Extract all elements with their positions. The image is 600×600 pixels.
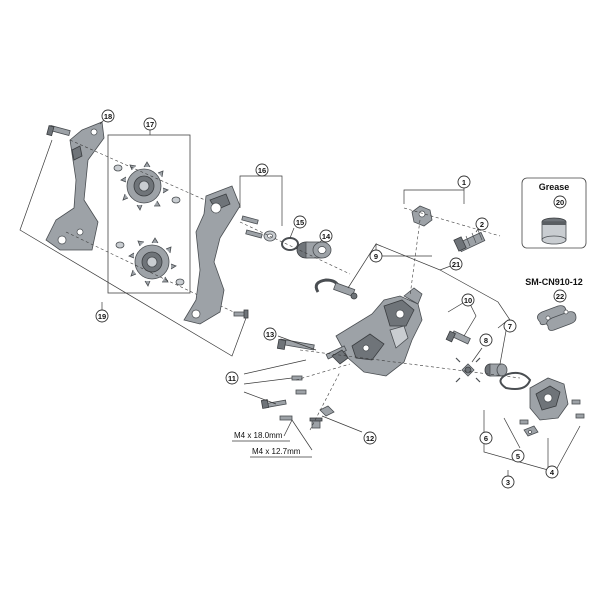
callout-12: 12 xyxy=(363,431,377,445)
callout-4: 4 xyxy=(545,465,559,479)
callout-18: 18 xyxy=(101,109,115,123)
chain-model-label: SM-CN910-12 xyxy=(525,277,583,287)
callout-2: 2 xyxy=(475,217,489,231)
grease-jar-icon xyxy=(541,217,567,245)
upper-pulley xyxy=(120,161,169,211)
svg-text:8: 8 xyxy=(484,336,488,345)
lower-pulley xyxy=(128,237,177,287)
svg-text:16: 16 xyxy=(258,166,266,175)
cage-pins xyxy=(241,215,263,239)
svg-text:19: 19 xyxy=(98,312,106,321)
cable-fixing-parts xyxy=(309,405,335,429)
svg-text:14: 14 xyxy=(322,232,331,241)
pulley-washers xyxy=(113,164,185,286)
callout-14: 14 xyxy=(319,229,333,243)
svg-text:12: 12 xyxy=(366,434,374,443)
callout-8: 8 xyxy=(479,333,493,347)
callout-9: 9 xyxy=(369,249,383,263)
pulley-group-box xyxy=(107,134,191,294)
svg-text:5: 5 xyxy=(516,452,520,461)
bracket-bolt-long xyxy=(276,338,315,351)
grease-label: Grease xyxy=(539,182,570,192)
callout-22: 22 xyxy=(553,289,567,303)
svg-text:6: 6 xyxy=(484,434,488,443)
cable-bolt xyxy=(260,399,287,409)
svg-text:4: 4 xyxy=(550,468,555,477)
svg-text:22: 22 xyxy=(556,292,564,301)
svg-text:3: 3 xyxy=(506,478,510,487)
outer-cage-plate xyxy=(45,121,105,251)
callout-5: 5 xyxy=(511,449,525,463)
callout-15: 15 xyxy=(293,215,307,229)
grease-panel: Grease xyxy=(521,177,587,249)
inner-cage-plate xyxy=(183,185,241,325)
cable-guide xyxy=(314,278,358,300)
svg-text:20: 20 xyxy=(556,198,564,207)
clutch-lever xyxy=(523,425,539,437)
callout-21: 21 xyxy=(449,257,463,271)
svg-text:13: 13 xyxy=(266,330,274,339)
callout-19: 19 xyxy=(95,309,109,323)
callout-6: 6 xyxy=(479,431,493,445)
cage-bolt xyxy=(46,124,71,137)
svg-text:21: 21 xyxy=(452,260,460,269)
callout-16: 16 xyxy=(255,163,269,177)
svg-text:2: 2 xyxy=(480,220,484,229)
clutch-band xyxy=(499,371,532,390)
svg-text:15: 15 xyxy=(296,218,304,227)
pivot-bushing xyxy=(484,363,508,377)
bolt-spec-long: M4 x 18.0mm xyxy=(234,431,283,440)
fixing-screws xyxy=(279,375,307,421)
clutch-housing xyxy=(529,377,569,421)
clutch-screws xyxy=(519,399,585,425)
b-axle-bolt xyxy=(453,229,486,253)
callout-11: 11 xyxy=(225,371,239,385)
leader-lines xyxy=(19,119,581,478)
callout-10: 10 xyxy=(461,293,475,307)
callout-1: 1 xyxy=(457,175,471,189)
tension-spring xyxy=(455,357,481,383)
derailleur-body xyxy=(335,287,423,377)
svg-text:18: 18 xyxy=(104,112,112,121)
quick-link-icon xyxy=(537,305,577,331)
callout-13: 13 xyxy=(263,327,277,341)
svg-text:11: 11 xyxy=(228,374,236,383)
bolt-spec-short: M4 x 12.7mm xyxy=(252,447,301,456)
adjust-screw xyxy=(445,330,471,345)
link-pin-assembly xyxy=(325,345,349,365)
b-axle-cap xyxy=(411,205,433,227)
svg-text:1: 1 xyxy=(462,178,466,187)
svg-text:17: 17 xyxy=(146,120,154,129)
svg-text:7: 7 xyxy=(508,322,512,331)
callout-7: 7 xyxy=(503,319,517,333)
callout-3: 3 xyxy=(501,475,515,489)
cage-stop-bolt xyxy=(233,309,249,319)
svg-text:10: 10 xyxy=(464,296,472,305)
callout-17: 17 xyxy=(143,117,157,131)
cage-bushing xyxy=(296,241,332,259)
svg-text:9: 9 xyxy=(374,252,378,261)
callout-20: 20 xyxy=(553,195,567,209)
